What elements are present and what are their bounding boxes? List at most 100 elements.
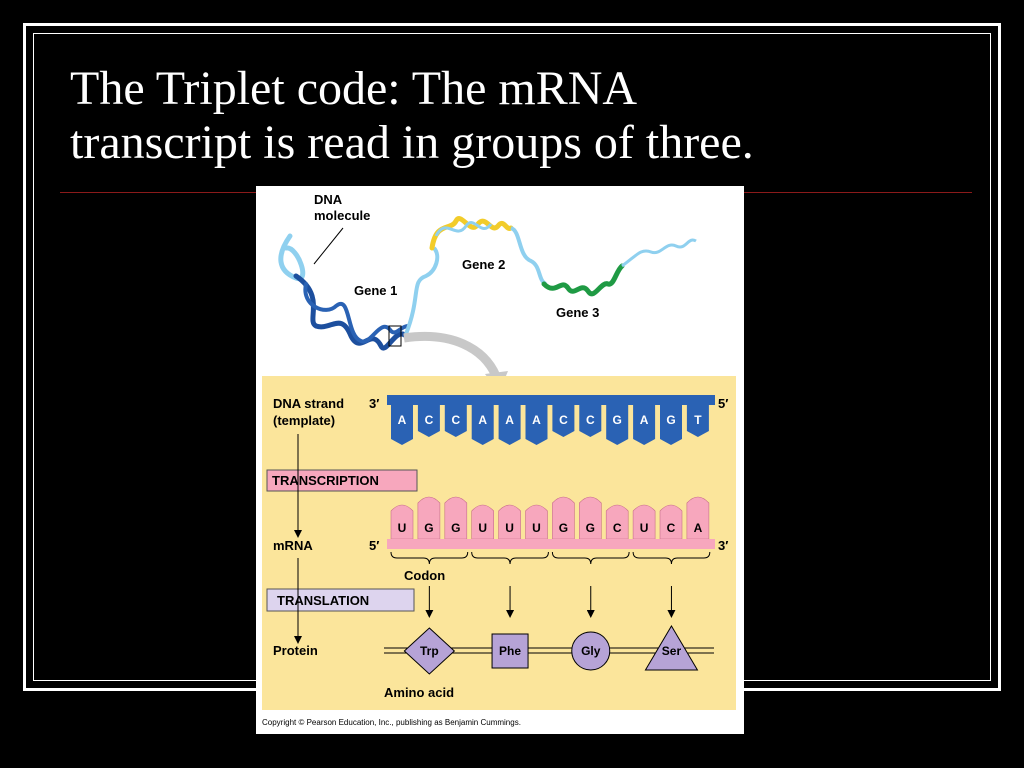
mrna-base-1 (390, 504, 414, 540)
mrna-label: mRNA (273, 538, 313, 553)
dna-base-3 (444, 405, 467, 437)
mrna-base-letter-10: U (640, 521, 649, 535)
dna-base-10 (633, 405, 656, 445)
dna-base-12 (686, 405, 709, 437)
figure-svg: DNA molecule Gene 1 Gene 2 Gene 3 DNA st… (262, 192, 736, 727)
dna-connector-1 (404, 246, 440, 335)
dna-base-letter-10: A (640, 413, 649, 427)
dna-base-4 (471, 405, 494, 445)
dna-base-5 (498, 405, 521, 445)
mrna-base-3 (444, 496, 468, 540)
dna-base-8 (579, 405, 602, 437)
codon-braces-group (390, 551, 711, 618)
slide-title-line-1: The Triplet code: The mRNA (70, 62, 638, 115)
transcription-label: TRANSCRIPTION (272, 473, 379, 488)
mrna-base-12 (686, 496, 710, 540)
dna-base-2 (417, 405, 440, 437)
dna-base-1 (391, 405, 413, 445)
gene3-helix (541, 263, 625, 297)
codon-brace-4 (632, 551, 711, 565)
gene1-helix-a (293, 273, 409, 351)
dna-molecule-label-line-1: DNA (314, 192, 343, 207)
mrna-base-8 (579, 496, 602, 540)
dna-base-11 (660, 405, 682, 445)
dna-base-6 (525, 405, 548, 445)
mrna-base-10 (632, 504, 656, 540)
zoom-arrow (403, 331, 501, 378)
mrna-base-letter-1: U (398, 521, 407, 535)
mrna-5prime-label: 5′ (369, 538, 379, 553)
amino-acids-group: Trp Phe Gly Ser (403, 625, 699, 675)
amino-acid-shape-3 (571, 631, 611, 671)
gene1-label: Gene 1 (354, 283, 397, 298)
dna-base-9 (606, 405, 629, 445)
codon-label: Codon (404, 568, 445, 583)
mrna-base-letter-6: U (532, 521, 541, 535)
gene2-helix-b (434, 221, 493, 237)
translation-label: TRANSLATION (277, 593, 369, 608)
gene2-helix (429, 216, 514, 251)
dna-base-letter-12: T (694, 413, 702, 427)
dna-base-7 (552, 405, 575, 437)
amino-acid-label-3: Gly (581, 644, 601, 658)
mrna-base-11 (659, 504, 683, 540)
mrna-base-letter-3: G (451, 521, 460, 535)
gene3-label: Gene 3 (556, 305, 599, 320)
dna-3prime-label: 3′ (369, 396, 379, 411)
dna-base-letter-4: A (478, 413, 487, 427)
mrna-3prime-label: 3′ (718, 538, 728, 553)
codon-brace-1 (390, 551, 469, 565)
mrna-base-6 (525, 504, 548, 540)
dna-base-letter-9: G (613, 413, 622, 427)
mrna-base-2 (417, 496, 441, 540)
amino-acid-label: Amino acid (384, 685, 454, 700)
transcription-box (266, 469, 418, 492)
mrna-backbone (387, 539, 715, 549)
dna-base-letter-2: C (425, 413, 434, 427)
mrna-base-4 (471, 504, 494, 540)
gene2-label: Gene 2 (462, 257, 505, 272)
mrna-base-9 (605, 504, 629, 540)
dna-strand-end (621, 238, 697, 268)
protein-label: Protein (273, 643, 318, 658)
amino-acid-label-1: Trp (420, 644, 439, 658)
triplet-code-figure: DNA molecule Gene 1 Gene 2 Gene 3 DNA st… (256, 186, 744, 734)
dna-base-letter-7: C (559, 413, 568, 427)
codon-brace-3 (551, 551, 630, 565)
dna-base-letter-6: A (532, 413, 541, 427)
dna-strand-start (278, 233, 306, 281)
dna-strand-label-line-2: (template) (273, 413, 335, 428)
amino-acid-label-2: Phe (499, 644, 521, 658)
mrna-base-letter-5: U (505, 521, 514, 535)
amino-acid-label-4: Ser (662, 644, 682, 658)
mrna-base-letter-4: U (478, 521, 487, 535)
dna-base-letter-3: C (451, 413, 460, 427)
mrna-base-letter-12: A (694, 521, 703, 535)
amino-acid-shape-4 (644, 625, 699, 671)
mrna-base-letter-11: C (667, 521, 676, 535)
slide-title-line-2: transcript is read in groups of three. (70, 116, 754, 169)
dna-base-letter-11: G (666, 413, 675, 427)
zoom-box (388, 325, 402, 347)
dna-molecule-illustration (278, 216, 697, 393)
gene1-helix-b (303, 282, 410, 344)
slide-title: The Triplet code: The mRNA transcript is… (70, 62, 970, 170)
mrna-base-5 (498, 504, 521, 540)
copyright-text: Copyright © Pearson Education, Inc., pub… (262, 718, 521, 727)
mrna-base-letter-9: C (613, 521, 622, 535)
amino-acid-shape-1 (403, 627, 456, 675)
dna-base-letter-5: A (505, 413, 514, 427)
mrna-base-letter-7: G (559, 521, 568, 535)
codon-brace-2 (471, 551, 549, 565)
dna-5prime-label: 5′ (718, 396, 728, 411)
dna-molecule-label-line-2: molecule (314, 208, 370, 223)
dna-connector-2 (509, 226, 548, 286)
dna-base-letter-1: A (398, 413, 407, 427)
mrna-base-letter-8: G (586, 521, 595, 535)
dna-backbone (387, 395, 715, 405)
dna-molecule-leader (313, 227, 344, 265)
dna-base-letter-8: C (586, 413, 595, 427)
dna-strand-label-line-1: DNA strand (273, 396, 344, 411)
